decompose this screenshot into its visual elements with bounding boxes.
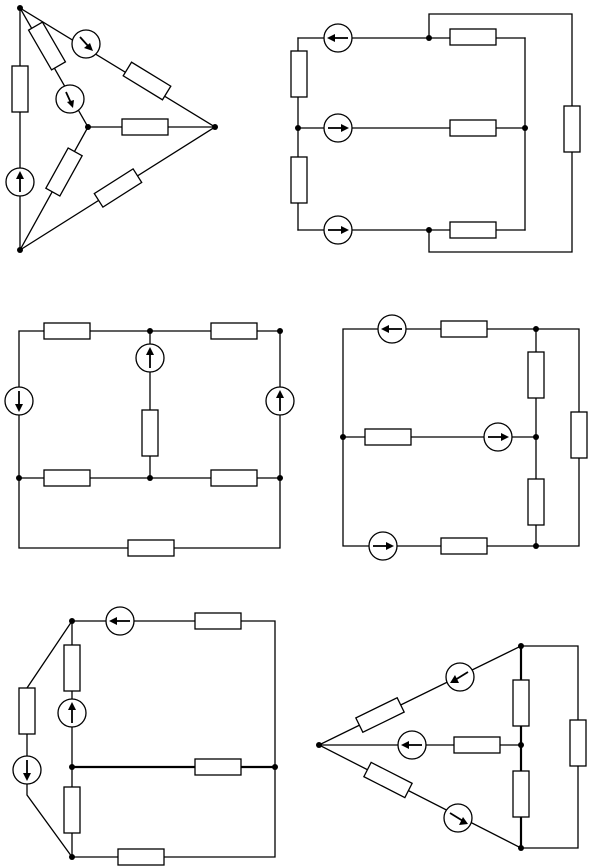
- junction-dot: [17, 247, 23, 253]
- resistor-icon: [449, 28, 497, 46]
- junction-dot: [426, 35, 432, 41]
- resistor-icon: [18, 687, 36, 735]
- resistor-icon: [363, 761, 413, 799]
- resistor-icon: [194, 758, 242, 776]
- junction-dot: [533, 326, 539, 332]
- four-branch-circuit: [340, 314, 588, 561]
- junction-dot: [522, 125, 528, 131]
- junction-dot: [277, 475, 283, 481]
- resistor-icon: [290, 156, 308, 204]
- current-source-icon: [12, 755, 42, 785]
- current-source-icon: [105, 606, 135, 636]
- resistor-icon: [512, 679, 530, 727]
- resistor-icon: [210, 469, 258, 487]
- resistor-icon: [570, 411, 588, 459]
- junction-dot: [85, 124, 91, 130]
- resistor-icon: [440, 320, 488, 338]
- resistor-icon: [563, 105, 581, 153]
- resistor-icon: [449, 119, 497, 137]
- triangle-star-circuit: [5, 5, 218, 253]
- junction-dot: [69, 618, 75, 624]
- resistor-icon: [122, 61, 172, 101]
- junction-dot: [533, 434, 539, 440]
- junction-dot: [147, 328, 153, 334]
- resistor-icon: [43, 322, 91, 340]
- junction-dot: [272, 764, 278, 770]
- current-source-icon: [71, 29, 101, 59]
- resistor-icon: [453, 736, 501, 754]
- resistor-icon: [210, 322, 258, 340]
- current-source-icon: [483, 422, 513, 452]
- junction-dot: [518, 845, 524, 851]
- resistor-icon: [141, 409, 159, 457]
- current-source-icon: [323, 215, 353, 245]
- resistor-icon: [127, 539, 175, 557]
- current-source-icon: [55, 84, 85, 114]
- resistor-icon: [44, 147, 84, 197]
- junction-dot: [316, 742, 322, 748]
- resistor-icon: [63, 644, 81, 692]
- current-source-icon: [443, 803, 473, 833]
- junction-dot: [147, 475, 153, 481]
- current-source-icon: [445, 662, 475, 692]
- current-source-icon: [397, 730, 427, 760]
- current-source-icon: [323, 113, 353, 143]
- outer-loop-circuit: [12, 606, 278, 866]
- current-source-icon: [323, 23, 353, 53]
- resistor-icon: [11, 65, 29, 113]
- resistor-icon: [194, 612, 242, 630]
- junction-dot: [518, 643, 524, 649]
- junction-dot: [340, 434, 346, 440]
- resistor-icon: [354, 696, 406, 734]
- resistor-icon: [527, 351, 545, 399]
- resistor-icon: [290, 50, 308, 98]
- junction-dot: [518, 742, 524, 748]
- resistor-icon: [569, 719, 587, 767]
- junction-dot: [295, 125, 301, 131]
- resistor-icon: [364, 428, 412, 446]
- resistor-icon: [117, 848, 165, 866]
- current-source-icon: [5, 167, 35, 197]
- resistor-icon: [512, 770, 530, 818]
- junction-dot: [533, 543, 539, 549]
- junction-dot: [69, 854, 75, 860]
- junction-dot: [426, 227, 432, 233]
- current-source-icon: [135, 343, 165, 373]
- resistor-icon: [93, 167, 143, 209]
- resistor-icon: [527, 478, 545, 526]
- current-source-icon: [4, 386, 34, 416]
- resistor-icon: [43, 469, 91, 487]
- junction-dot: [69, 764, 75, 770]
- resistor-icon: [449, 221, 497, 239]
- resistor-icon: [440, 537, 488, 555]
- current-source-icon: [377, 314, 407, 344]
- star-feed-circuit: [316, 643, 587, 851]
- junction-dot: [277, 328, 283, 334]
- resistor-icon: [63, 786, 81, 834]
- junction-dot: [17, 5, 23, 11]
- current-source-icon: [265, 386, 295, 416]
- current-source-icon: [368, 531, 398, 561]
- two-mesh-ladder-circuit: [4, 322, 295, 557]
- junction-dot: [212, 124, 218, 130]
- junction-dot: [16, 475, 22, 481]
- current-source-icon: [57, 698, 87, 728]
- resistor-icon: [27, 21, 67, 71]
- three-branch-bridge-circuit: [290, 13, 581, 253]
- resistor-icon: [121, 118, 169, 136]
